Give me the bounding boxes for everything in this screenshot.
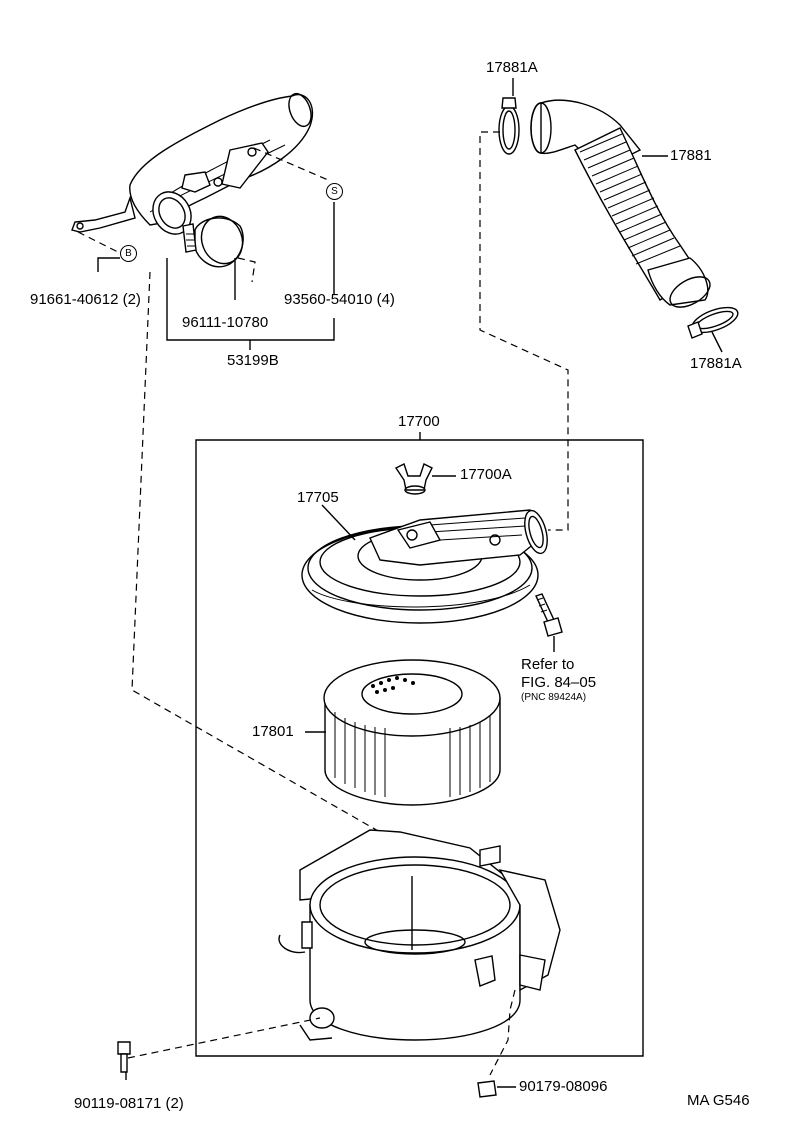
part-label-17705: 17705 [297, 489, 339, 506]
air-cleaner-case-drawing [278, 829, 561, 1041]
part-label-17700: 17700 [398, 413, 440, 430]
part-label-53199B: 53199B [227, 352, 279, 369]
callout-s: S [326, 183, 343, 200]
assembly-17700-box [195, 439, 644, 1057]
part-label-17801: 17801 [252, 723, 294, 740]
part-label-17700A: 17700A [460, 466, 512, 483]
filter-element-drawing [323, 659, 501, 806]
refer-pnc-text: (PNC 89424A) [521, 692, 587, 703]
part-label-17881: 17881 [670, 147, 712, 164]
part-label-17881A-top: 17881A [486, 59, 538, 76]
diagram-code: MA G546 [687, 1092, 750, 1109]
part-label-90119: 90119-08171 (2) [74, 1095, 184, 1112]
bolt-drawing [117, 1041, 131, 1073]
air-cleaner-cap-drawing [301, 509, 548, 624]
refer-fig-text: FIG. 84–05 [521, 674, 597, 691]
wing-nut-drawing [394, 463, 433, 495]
part-label-93560: 93560-54010 (4) [284, 291, 395, 308]
refer-to-text: Refer to [521, 656, 575, 673]
screw-drawing [535, 593, 563, 637]
part-label-17881A-bottom: 17881A [690, 355, 742, 372]
air-hose-drawing [498, 97, 739, 339]
callout-b: B [120, 245, 137, 262]
part-label-96111: 96111-10780 [182, 314, 269, 331]
part-label-90179: 90179-08096 [519, 1078, 608, 1095]
part-label-91661: 91661-40612 (2) [30, 291, 141, 308]
nut-drawing [477, 1080, 497, 1098]
intake-pipe-drawing [71, 92, 314, 268]
